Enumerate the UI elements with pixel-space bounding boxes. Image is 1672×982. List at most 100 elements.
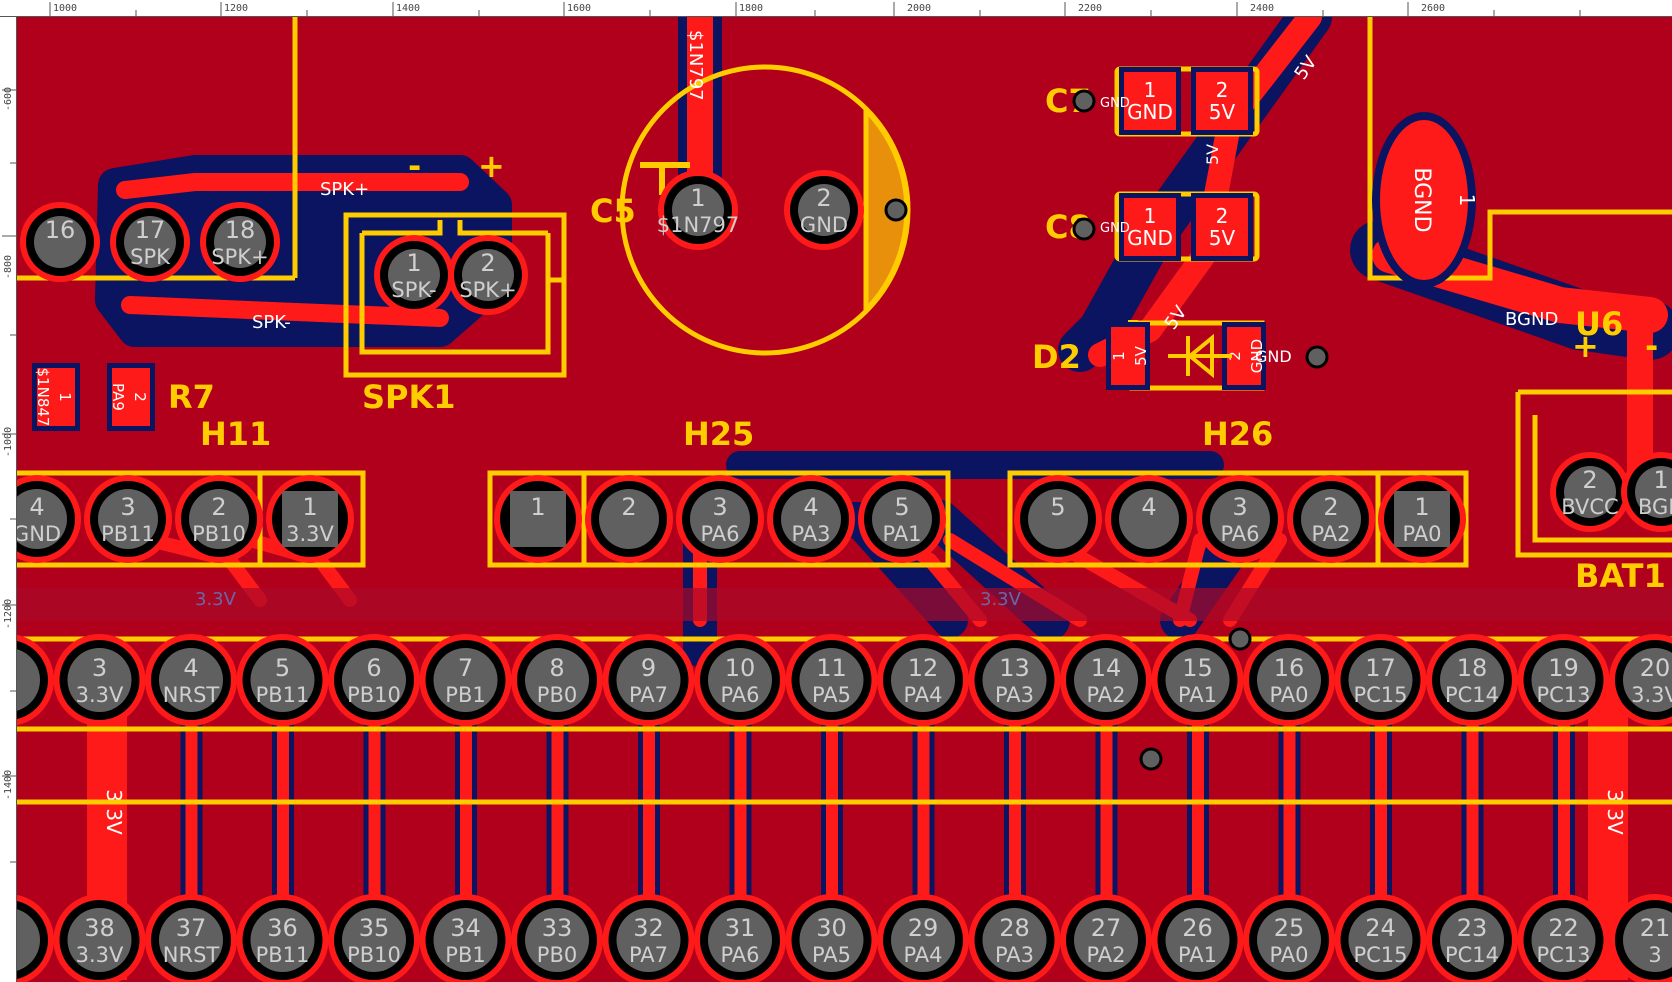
board-canvas[interactable]: 3 3V 3 3V <box>17 17 1672 982</box>
pad-net-label: PB10 <box>347 943 401 967</box>
pad-number: 27 <box>1091 914 1122 942</box>
c5-pin[interactable]: 1$1N797 <box>657 170 740 250</box>
ruler-x-label: 2600 <box>1421 3 1445 14</box>
h11-pin[interactable]: 13.3V <box>266 475 354 563</box>
mcu-pin[interactable]: D <box>17 634 54 726</box>
ruler-x-label: 2400 <box>1250 3 1274 14</box>
pad-net-label: PC14 <box>1445 683 1499 707</box>
pad-number: 23 <box>1457 914 1488 942</box>
u6-pad[interactable] <box>1372 112 1476 288</box>
net-label-gnd: GND <box>1255 347 1292 366</box>
pad-number: 25 <box>1274 914 1305 942</box>
h25-pin[interactable]: 1 <box>494 475 582 563</box>
pad-number: 1 <box>406 249 421 277</box>
h26-pin[interactable]: 4 <box>1105 475 1193 563</box>
pad-number: 4 <box>29 493 44 521</box>
net-label-3v3: 3 3V <box>102 789 126 835</box>
mcu-pin[interactable]: 203.3V <box>1609 634 1672 726</box>
c7-pad[interactable]: 25V <box>1191 67 1253 135</box>
pad-net-label: PA6 <box>700 522 739 546</box>
mcu-pin[interactable]: 213 <box>1609 894 1672 982</box>
header-pin[interactable]: 16 <box>20 202 100 282</box>
pad-number: 17 <box>1365 654 1396 682</box>
r7-pad[interactable]: 1$1N847 <box>32 363 80 431</box>
mcu-pin[interactable] <box>17 894 54 982</box>
pad-number: 2 <box>480 249 495 277</box>
pad-number: 1 <box>1414 493 1429 521</box>
pad-number: 18 <box>225 216 256 244</box>
pad-net-label: PB11 <box>256 683 310 707</box>
pad-number: 2 <box>1323 493 1338 521</box>
pad-net-label: 3.3V <box>1631 683 1672 707</box>
mcu-pin[interactable]: 383.3V <box>53 894 146 982</box>
pad-net-label: PB10 <box>192 522 246 546</box>
pad-net-label: NRST <box>163 943 220 967</box>
h26-pin[interactable]: 5 <box>1014 475 1102 563</box>
mcu-pin[interactable]: 33.3V <box>53 634 146 726</box>
c8-pad[interactable]: 25V <box>1191 193 1253 261</box>
pad-net-label: PB11 <box>101 522 155 546</box>
pad-number: 1 <box>1144 204 1157 228</box>
pad-net-label: PA4 <box>903 943 942 967</box>
pad-net-label: PA1 <box>882 522 921 546</box>
pad-number: 5 <box>894 493 909 521</box>
pad-number: 5 <box>1050 493 1065 521</box>
pad-net-label: $1N797 <box>657 213 740 237</box>
ruler-x-label: 1000 <box>53 3 77 14</box>
h25-pin[interactable]: 2 <box>585 475 673 563</box>
